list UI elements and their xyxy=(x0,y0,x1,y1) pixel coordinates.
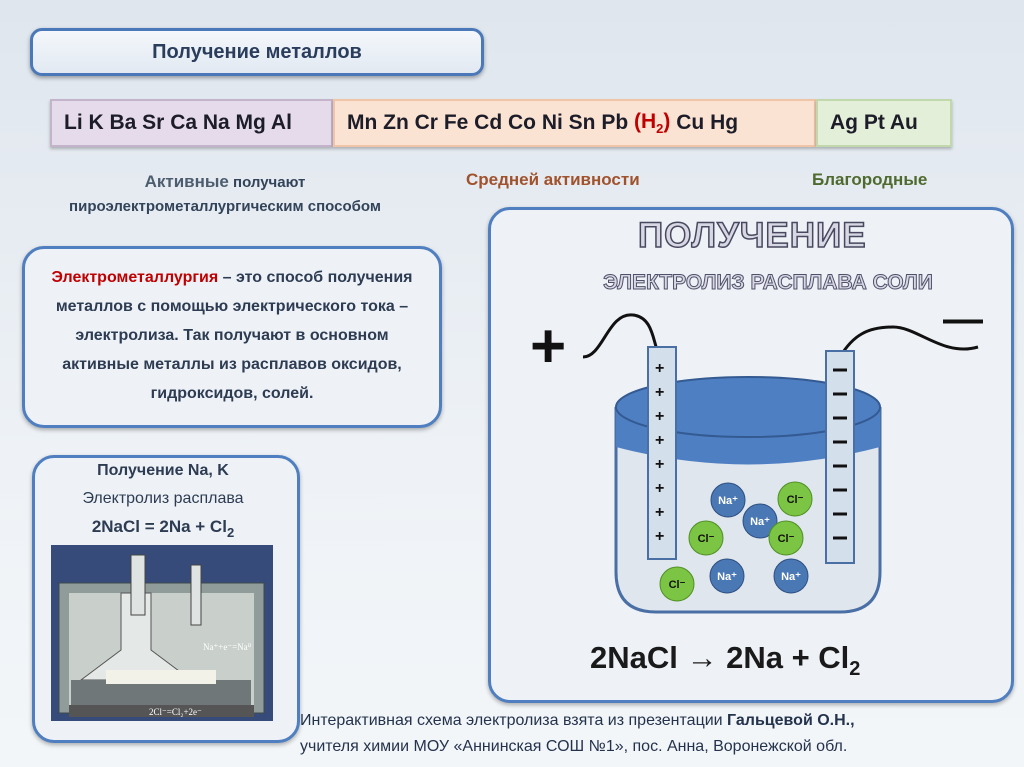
ion-na-2-label: Na⁺ xyxy=(750,516,770,528)
ions: Na⁺ Cl⁻ Na⁺ Cl⁻ Cl⁻ Cl⁻ Na⁺ Na⁺ xyxy=(659,481,813,602)
ion-na-1 xyxy=(710,482,746,518)
anode-plus-7: + xyxy=(655,504,664,521)
credit-text: Интерактивная схема электролиза взята из… xyxy=(300,708,1012,760)
definition-term: Электрометаллургия xyxy=(51,269,219,286)
series-active-text: Li K Ba Sr Ca Na Mg Al xyxy=(64,111,292,134)
noble-caption: Благородные xyxy=(812,170,928,189)
series-middle-post: Cu Hg xyxy=(670,111,739,134)
cell-photo: Na⁺+e⁻=Na⁰ 2Cl⁻=Cl₂+2e⁻ xyxy=(51,545,273,721)
series-active: Li K Ba Sr Ca Na Mg Al xyxy=(50,99,333,147)
ion-na-1-label: Na⁺ xyxy=(718,495,738,507)
credit-pre: Интерактивная схема электролиза взята из… xyxy=(300,712,728,729)
anode-plus-5: + xyxy=(655,456,664,473)
series-noble-text: Ag Pt Au xyxy=(830,111,918,134)
page-title: Получение металлов xyxy=(152,40,362,63)
series-middle-pre: Mn Zn Cr Fe Cd Co Ni Sn Pb xyxy=(347,111,634,134)
definition-text: – это способ получения металлов с помощь… xyxy=(55,269,413,402)
ion-na-3-label: Na⁺ xyxy=(717,571,737,583)
ion-cl-1 xyxy=(777,481,813,517)
ion-cl-3 xyxy=(768,520,804,556)
sodium-eq-sub: 2 xyxy=(226,525,235,540)
active-line2: пироэлектрометаллургическим способом xyxy=(69,198,381,215)
ion-na-3 xyxy=(709,558,745,594)
ion-cl-3-label: Cl⁻ xyxy=(778,533,795,545)
ion-cl-4 xyxy=(659,566,695,602)
active-rest: получают xyxy=(228,174,306,191)
electrolysis-heading: ПОЛУЧЕНИЕ xyxy=(637,215,867,256)
ion-cl-2 xyxy=(688,520,724,556)
anode-plus-1: + xyxy=(655,360,664,377)
positive-terminal-icon: + xyxy=(530,312,566,381)
photo-anode-label: 2Cl⁻=Cl₂+2e⁻ xyxy=(149,707,202,717)
ion-na-4 xyxy=(773,558,809,594)
sodium-subtitle: Электролиз расплава xyxy=(82,490,244,507)
cathode-minus-signs xyxy=(833,368,847,540)
electrolysis-eq-main: 2NaCl → 2Na + Cl xyxy=(590,640,850,675)
series-noble: Ag Pt Au xyxy=(816,99,952,147)
cathode-wire xyxy=(838,325,979,358)
anode-plus-2: + xyxy=(655,384,664,401)
active-caption: Активные получают пироэлектрометаллургич… xyxy=(0,170,450,218)
credit-line2: учителя химии МОУ «Аннинская СОШ №1», по… xyxy=(300,738,848,755)
cathode xyxy=(825,350,855,564)
anode-plus-4: + xyxy=(655,432,664,449)
electrolysis-eq-sub: 2 xyxy=(849,658,861,680)
electrolysis-equation: 2NaCl → 2Na + Cl2 xyxy=(590,640,860,681)
ion-cl-4-label: Cl⁻ xyxy=(669,579,686,591)
electrolyzer-drawing: Na⁺+e⁻=Na⁰ 2Cl⁻=Cl₂+2e⁻ xyxy=(58,554,265,717)
hydrogen-label: (H2) xyxy=(634,110,670,136)
anode-plus-3: + xyxy=(655,408,664,425)
credit-author: Гальцевой О.Н., xyxy=(727,712,855,729)
negative-terminal-icon: — xyxy=(943,297,983,341)
h2-open: (H xyxy=(634,110,657,133)
series-middle: Mn Zn Cr Fe Cd Co Ni Sn Pb (H2) Cu Hg xyxy=(333,99,816,147)
electrolysis-subheading: ЭЛЕКТРОЛИЗ РАСПЛАВА СОЛИ xyxy=(603,271,934,295)
title-box: Получение металлов xyxy=(30,28,484,76)
definition-box: Электрометаллургия – это способ получени… xyxy=(22,246,442,428)
sodium-equation: 2NaCl = 2Na + Cl2 xyxy=(32,517,294,540)
h2-sub: 2 xyxy=(656,121,664,136)
active-word: Активные xyxy=(144,172,229,191)
photo-cathode-label: Na⁺+e⁻=Na⁰ xyxy=(203,642,252,652)
ion-cl-2-label: Cl⁻ xyxy=(698,533,715,545)
ion-na-4-label: Na⁺ xyxy=(781,571,801,583)
anode-plus-6: + xyxy=(655,480,664,497)
anode-wire xyxy=(582,313,660,359)
anode xyxy=(647,346,677,560)
h2-close: ) xyxy=(663,110,671,133)
electrolysis-diagram: + — + + + + + + + + Na⁺ Cl⁻ Na⁺ Cl⁻ xyxy=(530,297,983,614)
middle-caption: Средней активности xyxy=(466,170,640,189)
ion-na-2 xyxy=(742,503,778,539)
ion-cl-1-label: Cl⁻ xyxy=(787,494,804,506)
sodium-title: Получение Na, K xyxy=(97,462,229,479)
anode-plus-signs: + + + + + + + + xyxy=(655,360,664,545)
beaker-rim xyxy=(615,376,881,438)
anode-plus-8: + xyxy=(655,528,664,545)
sodium-eq-main: 2NaCl = 2Na + Cl xyxy=(91,517,227,536)
